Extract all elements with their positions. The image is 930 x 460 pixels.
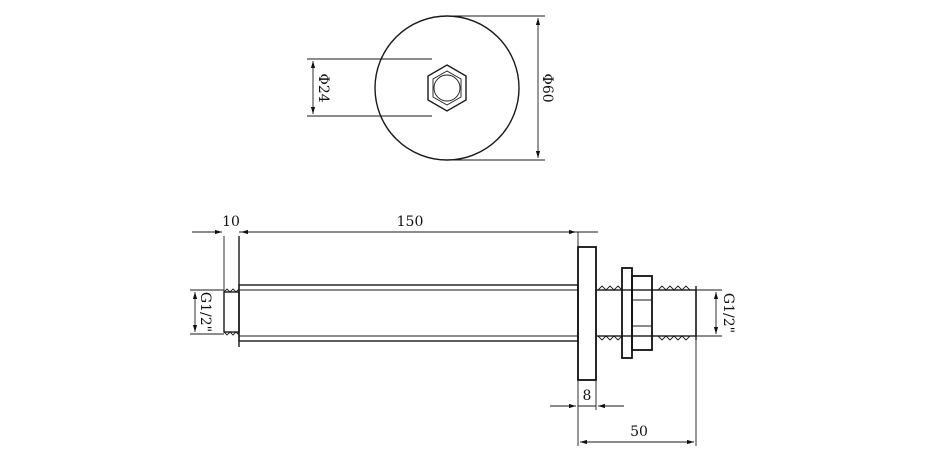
- thread-right-label: G1/2": [720, 293, 736, 333]
- hex-socket-inner: [432, 70, 462, 106]
- washer: [621, 267, 633, 359]
- dim50-label: 50: [630, 424, 648, 440]
- phi60-label: Φ60: [539, 73, 555, 102]
- socket-circle: [433, 74, 461, 102]
- stem-thread: [595, 289, 697, 337]
- left-thread-teeth: [223, 288, 240, 336]
- main-tube: [238, 284, 579, 342]
- dim150-label: 150: [397, 214, 424, 230]
- stem-thread-teeth-bottom: [597, 335, 691, 341]
- outer-flange-circle: [374, 15, 520, 161]
- dim8-label: 8: [583, 388, 592, 404]
- flange-plate: [577, 246, 597, 381]
- top-view: Φ24 Φ60: [307, 15, 555, 161]
- lock-nut: [631, 275, 653, 351]
- side-view: 10 150 G1/2" G1/2" 8 50: [190, 214, 736, 446]
- hex-socket-outer: [427, 64, 467, 112]
- left-thread-body: [223, 291, 240, 333]
- dim10-label: 10: [222, 214, 240, 230]
- thread-left-label: G1/2": [197, 292, 213, 332]
- stem-thread-teeth-top: [597, 285, 691, 291]
- phi24-label: Φ24: [315, 73, 331, 102]
